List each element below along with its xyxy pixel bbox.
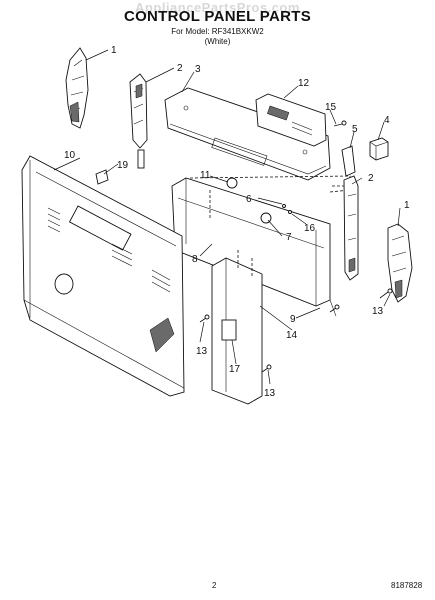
callout-15: 15	[325, 102, 337, 113]
callout-9: 9	[290, 314, 296, 325]
small-bracket-part	[341, 145, 356, 177]
callout-19: 19	[117, 160, 129, 171]
callout-13-left: 13	[196, 346, 208, 357]
callout-17: 17	[229, 364, 241, 375]
callout-1-right: 1	[404, 200, 410, 211]
model-subtitle: For Model: RF341BXKW2 (White)	[0, 27, 435, 47]
callout-6: 6	[246, 194, 252, 205]
callout-8: 8	[192, 254, 198, 265]
callout-14: 14	[286, 330, 298, 341]
model-line: For Model: RF341BXKW2	[171, 27, 264, 36]
wiring-cover-part	[211, 250, 263, 405]
document-number: 8187828	[391, 581, 423, 590]
callout-2-top: 2	[177, 63, 183, 74]
callout-7: 7	[286, 232, 292, 243]
callout-5: 5	[352, 124, 358, 135]
screw-part	[199, 314, 210, 323]
end-cap-right-part	[387, 223, 413, 303]
page-number: 2	[212, 581, 217, 590]
watermark-text: AppliancePartsPros.com	[135, 0, 300, 15]
leader-lines	[53, 49, 401, 385]
callout-12: 12	[298, 78, 310, 89]
color-line: (White)	[204, 37, 231, 46]
connector-block-part	[369, 137, 389, 161]
callout-13-bottom: 13	[264, 388, 276, 399]
console-panel-part	[164, 87, 331, 181]
screw-part	[379, 288, 393, 299]
callout-4: 4	[384, 115, 390, 126]
callout-3: 3	[195, 64, 201, 75]
callout-10: 10	[64, 150, 76, 161]
screw-part	[329, 304, 340, 313]
screw-part	[333, 120, 347, 127]
rear-panel-part	[21, 155, 185, 397]
end-cap-left-part	[65, 47, 89, 129]
callout-1-top: 1	[111, 45, 117, 56]
page-title: CONTROL PANEL PARTS	[123, 8, 312, 25]
screw-part	[261, 364, 272, 373]
callout-16: 16	[304, 223, 316, 234]
bracket-right-part	[343, 175, 359, 281]
electronic-control-part	[255, 93, 327, 147]
callout-2-right: 2	[368, 173, 374, 184]
bracket-left-part	[129, 73, 148, 169]
callout-13-right: 13	[372, 306, 384, 317]
callout-11: 11	[200, 170, 211, 181]
